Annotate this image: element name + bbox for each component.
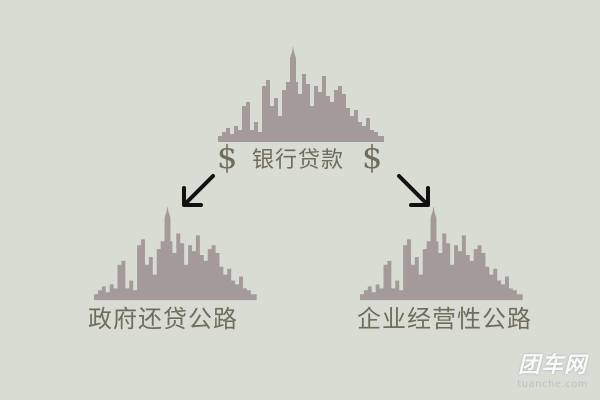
watermark-logo: 团车网 xyxy=(518,353,588,378)
top-node-label: 银行贷款 xyxy=(252,148,345,173)
right-node-label: 企业经营性公路 xyxy=(357,305,532,333)
watermark: 团车网 tuanche.com xyxy=(517,353,588,391)
arrow-down-left-icon xyxy=(182,174,215,207)
left-node-label: 政府还贷公路 xyxy=(88,305,238,333)
watermark-url: tuanche.com xyxy=(517,379,588,390)
left-skyline-icon xyxy=(94,206,257,301)
arrow-down-right-icon xyxy=(397,174,430,207)
dollar-sign-left: $ xyxy=(217,138,238,176)
top-skyline-icon xyxy=(218,46,384,142)
dollar-sign-right: $ xyxy=(362,138,383,176)
right-skyline-icon xyxy=(360,206,523,301)
